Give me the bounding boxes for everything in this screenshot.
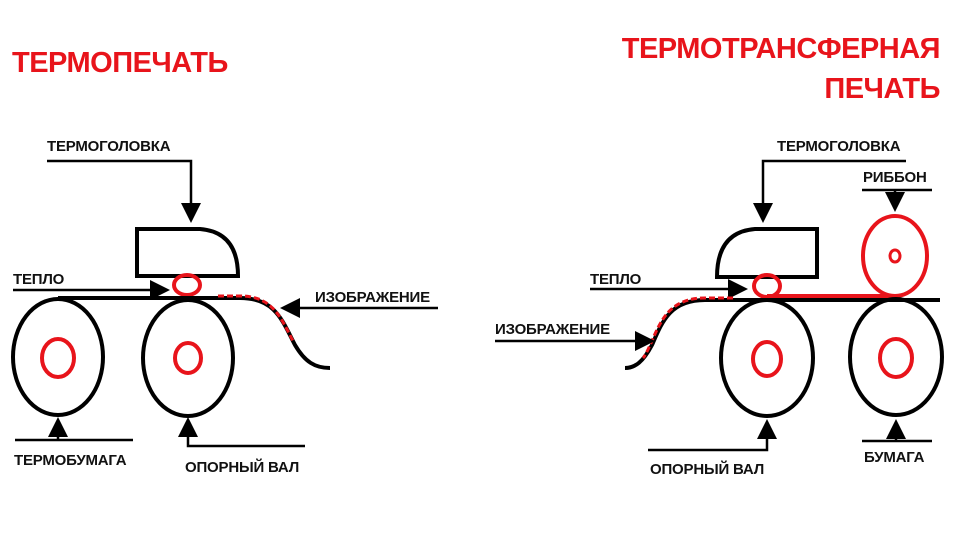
arrow-thermal-head xyxy=(47,159,201,223)
thermal-paper-path xyxy=(58,296,331,370)
label-image: ИЗОБРАЖЕНИЕ xyxy=(495,321,610,338)
thermal-head xyxy=(135,227,241,278)
arrow-thermal-head xyxy=(753,159,906,223)
printed-image-marks xyxy=(218,294,296,344)
label-ribbon: РИББОН xyxy=(863,169,927,186)
platen-roller-core xyxy=(751,340,783,378)
label-thermal-paper: ТЕРМОБУМАГА xyxy=(14,452,127,469)
thermal-paper-roll xyxy=(11,297,105,417)
right-title-line1: ТЕРМОТРАНСФЕРНАЯ xyxy=(622,33,940,65)
platen-roller-core xyxy=(173,341,203,375)
right-title-line2: ПЕЧАТЬ xyxy=(824,73,940,105)
heat-point-icon xyxy=(172,273,202,297)
left-title: ТЕРМОПЕЧАТЬ xyxy=(12,47,228,79)
thermal-printing-diagram: ТЕРМОПЕЧАТЬ ТЕРМОГОЛОВКА ТЕПЛО ИЗОБРАЖЕН… xyxy=(11,47,438,476)
label-thermal-head: ТЕРМОГОЛОВКА xyxy=(47,138,171,155)
paper-roll-core xyxy=(878,337,914,379)
label-heat: ТЕПЛО xyxy=(590,271,642,288)
heat-point-icon xyxy=(752,273,782,299)
ribbon-roll xyxy=(861,214,929,298)
arrow-platen xyxy=(178,417,305,448)
thermal-head xyxy=(714,227,819,279)
platen-roller xyxy=(141,298,235,418)
paper-roll-core xyxy=(40,337,76,379)
label-paper: БУМАГА xyxy=(864,449,925,466)
thermal-transfer-diagram: ТЕРМОТРАНСФЕРНАЯ ПЕЧАТЬ ТЕРМОГОЛОВКА РИБ… xyxy=(495,33,944,478)
label-image: ИЗОБРАЖЕНИЕ xyxy=(315,289,430,306)
platen-roller xyxy=(719,298,815,418)
label-thermal-head: ТЕРМОГОЛОВКА xyxy=(777,138,901,155)
label-heat: ТЕПЛО xyxy=(13,271,65,288)
arrow-platen xyxy=(648,419,777,452)
ribbon-roll-core xyxy=(888,248,902,264)
label-platen: ОПОРНЫЙ ВАЛ xyxy=(185,458,299,476)
label-platen: ОПОРНЫЙ ВАЛ xyxy=(650,460,764,478)
paper-roll xyxy=(848,297,944,417)
